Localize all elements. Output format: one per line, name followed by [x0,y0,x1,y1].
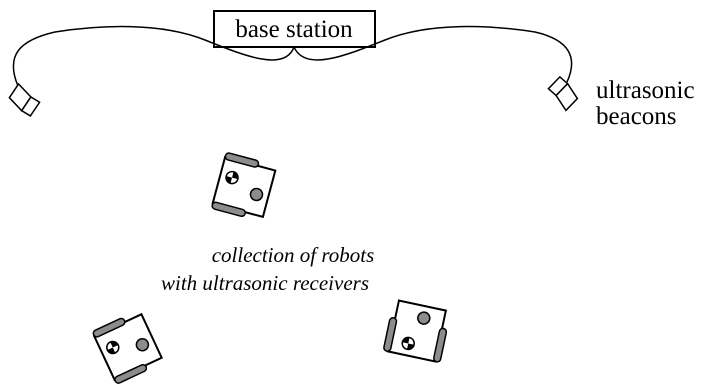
speaker-icon [5,81,44,119]
cable-left [12,25,295,87]
wheeled-robot-icon [91,308,165,384]
wheeled-robot-icon [210,151,278,223]
wheeled-robot-icon [382,298,452,364]
robot-bottom-right [382,298,452,364]
robots-caption: collection of robots with ultrasonic rec… [161,243,374,295]
base-station: base station [213,10,376,48]
robot-top [210,151,278,223]
beacons-label: ultrasonic beacons [596,77,695,130]
beacons-label-line2: beacons [596,103,677,130]
beacons-label-line1: ultrasonic [596,77,695,104]
beacon-left [5,81,44,119]
robots-caption-line1: collection of robots [212,243,375,267]
base-station-box [213,10,376,48]
robot-bottom-left [91,308,165,384]
beacon-right [542,74,584,114]
base-station-label: base station [235,16,353,43]
cable-right [293,25,573,83]
speaker-icon [542,74,584,114]
robots-caption-line2: with ultrasonic receivers [161,271,369,295]
